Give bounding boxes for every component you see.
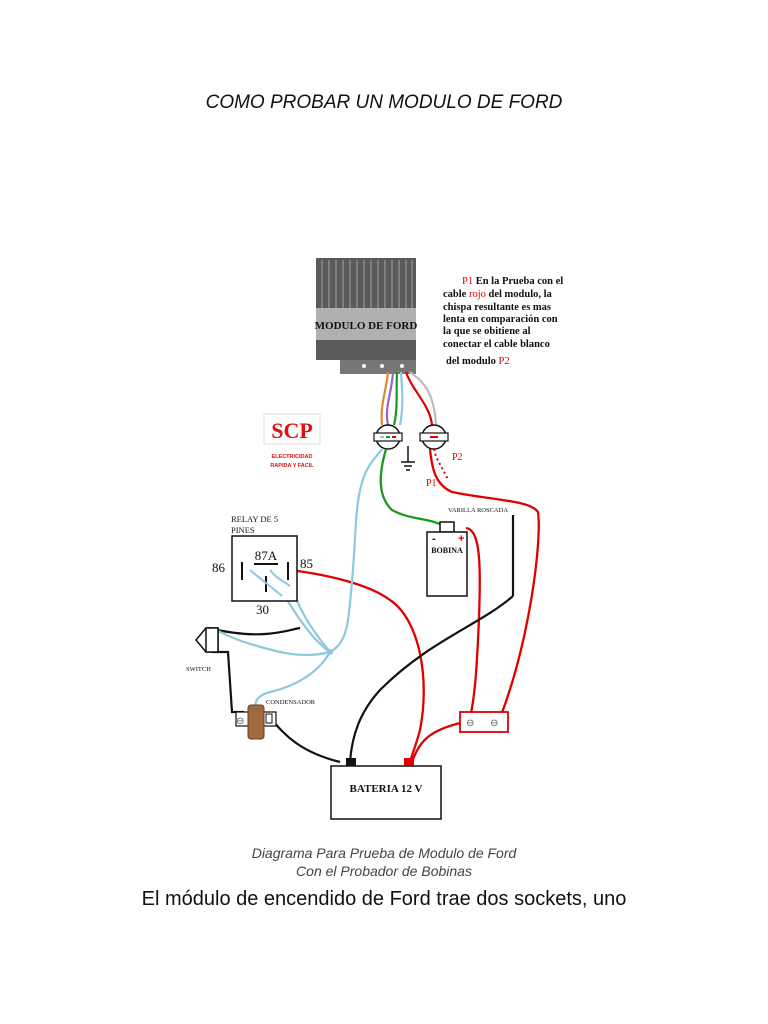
switch: SWITCH bbox=[186, 627, 219, 673]
condensador: CONDENSADOR ⊖ bbox=[235, 699, 316, 740]
module-wires bbox=[380, 371, 438, 426]
note-line3: chispa resultante es mas bbox=[443, 302, 551, 313]
note-p1: P1 bbox=[462, 276, 473, 287]
relay-title2: PINES bbox=[231, 525, 255, 535]
logo-sub2: RAPIDA Y FACIL bbox=[270, 463, 314, 469]
p2-label: P2 bbox=[452, 452, 463, 463]
note-rojo: rojo bbox=[469, 289, 486, 300]
relay-pin-86: 86 bbox=[212, 560, 226, 575]
scp-logo: SCP ELECTRICIDAD RAPIDA Y FACIL bbox=[263, 413, 321, 469]
condensador-minus-icon: ⊖ bbox=[236, 716, 244, 727]
logo-sub1: ELECTRICIDAD bbox=[272, 454, 313, 460]
caption-line-2: Con el Probador de Bobinas bbox=[296, 863, 472, 879]
ground-icon bbox=[401, 446, 415, 471]
note-line2a: cable bbox=[443, 289, 469, 300]
note-line6: conectar el cable blanco bbox=[443, 339, 550, 350]
terminal-minus-2-icon: ⊖ bbox=[490, 718, 498, 729]
test-note: P1 En la Prueba con el cable rojo del mo… bbox=[443, 276, 563, 367]
module-label: MODULO DE FORD bbox=[315, 320, 418, 332]
note-line7a: del modulo bbox=[446, 356, 499, 367]
terminal-block: ⊖ ⊖ bbox=[459, 711, 509, 733]
relay-pin-30: 30 bbox=[256, 602, 269, 617]
condensador-label: CONDENSADOR bbox=[266, 699, 316, 706]
svg-text:cable rojo del modulo, la: cable rojo del modulo, la bbox=[443, 289, 553, 300]
relay: RELAY DE 5 PINES 87A 86 85 30 bbox=[212, 514, 313, 617]
relay-title1: RELAY DE 5 bbox=[231, 514, 278, 524]
bobina-plus: + bbox=[458, 533, 464, 545]
svg-text:del modulo P2: del modulo P2 bbox=[446, 356, 510, 367]
note-line4: lenta en comparación con bbox=[443, 314, 558, 325]
note-line1: En la Prueba con el bbox=[473, 276, 563, 287]
svg-text:P1 En la Prueba con el: P1 En la Prueba con el bbox=[462, 276, 563, 287]
caption-line-1: Diagrama Para Prueba de Modulo de Ford bbox=[251, 845, 517, 861]
page-title: COMO PROBAR UN MODULO DE FORD bbox=[205, 92, 563, 113]
ford-module: MODULO DE FORD bbox=[315, 258, 418, 374]
connector-right bbox=[419, 424, 449, 450]
body-paragraph: El módulo de encendido de Ford trae dos … bbox=[141, 888, 627, 910]
note-line5: la que se obitiene al bbox=[443, 326, 531, 337]
connector-left bbox=[373, 424, 403, 450]
battery: BATERIA 12 V bbox=[330, 758, 442, 820]
relay-pin-85: 85 bbox=[300, 556, 313, 571]
terminal-minus-1-icon: ⊖ bbox=[466, 718, 474, 729]
note-p2: P2 bbox=[499, 356, 510, 367]
relay-pin-87a: 87A bbox=[255, 548, 278, 563]
bobina: + - BOBINA bbox=[426, 521, 468, 597]
bobina-label: BOBINA bbox=[431, 546, 463, 555]
switch-label: SWITCH bbox=[186, 666, 211, 673]
logo-text: SCP bbox=[271, 418, 313, 443]
p1-label: P1 bbox=[426, 478, 437, 489]
green-wire bbox=[379, 448, 445, 528]
red-wires bbox=[289, 448, 540, 763]
battery-label: BATERIA 12 V bbox=[350, 783, 423, 795]
bobina-minus: - bbox=[432, 533, 436, 545]
varilla-label: VARILLA ROSCADA bbox=[448, 507, 508, 514]
note-line2b: del modulo, la bbox=[486, 289, 553, 300]
